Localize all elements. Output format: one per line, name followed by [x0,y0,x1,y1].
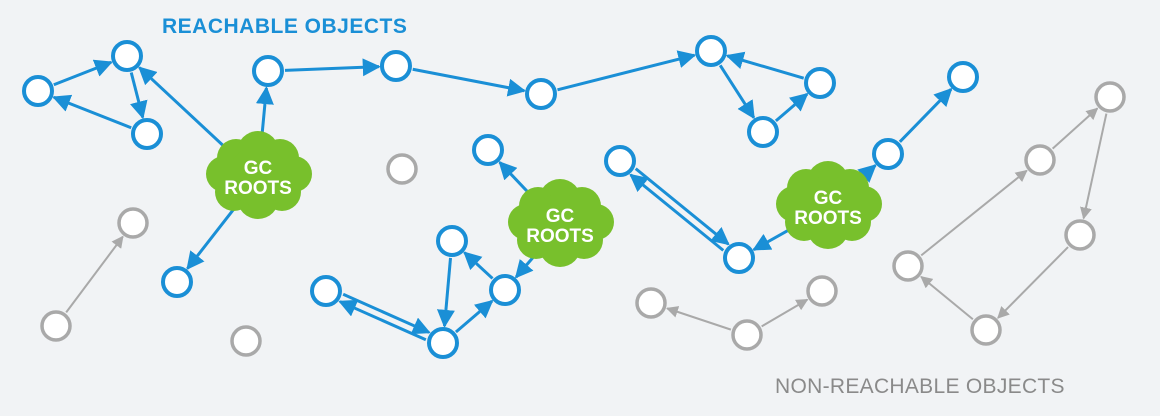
cloud-lobe [798,176,858,236]
reference-arrow [186,208,235,271]
edges [52,50,1108,342]
unreachable-reference-arrow [1080,113,1108,220]
reachable-object-node [252,55,284,87]
unreachable-reference-arrow [65,235,124,313]
unreachable-object-node [386,153,418,185]
unreachable-object-node [1064,219,1096,251]
reachable-object-node [111,40,143,72]
reachable-object-node [310,275,342,307]
reachable-object-node [427,327,459,359]
unreachable-object-node [806,275,838,307]
reference-arrow [774,92,809,123]
reachable-object-node [380,50,412,82]
gc-label-line2: ROOTS [794,208,862,229]
reachable-object-node [472,134,504,166]
reference-arrow [718,64,756,120]
gc-label-line1: GC [546,206,575,227]
unreachable-object-node [1094,81,1126,113]
reference-arrow [52,94,132,130]
reachable-object-node [723,242,755,274]
unreachable-object-node [40,310,72,342]
nodes [22,35,1126,359]
reference-arrow [629,173,725,252]
reachable-objects-label: REACHABLE OBJECTS [162,15,407,38]
reference-arrow [412,67,527,97]
reference-arrow [338,299,427,342]
reference-arrow [436,257,455,328]
reachable-object-node [436,225,468,257]
unreachable-object-node [970,314,1002,346]
unreachable-object-node [230,325,262,357]
reachable-object-node [22,75,54,107]
reachable-object-node [947,61,979,93]
unreachable-object-node [1024,144,1056,176]
reference-arrow [463,251,494,280]
reference-arrow [557,50,697,92]
reachable-object-node [872,138,904,170]
unreachable-object-node [731,319,763,351]
unreachable-object-node [892,250,924,282]
reachable-object-node [131,118,163,150]
cloud-lobe [228,146,288,206]
unreachable-object-node [635,287,667,319]
unreachable-reference-arrow [920,169,1028,257]
reference-arrow [129,72,148,120]
reference-arrow [725,51,805,80]
gc-label-line2: ROOTS [526,226,594,247]
reference-arrow [454,299,494,334]
reference-arrow [514,255,536,279]
gc-label-line2: ROOTS [224,178,292,199]
reachable-object-node [804,67,836,99]
reachable-object-node [747,116,779,148]
reachable-object-node [489,274,521,306]
reachable-object-node [695,35,727,67]
cloud-lobe [530,194,590,254]
reference-arrow [342,292,431,335]
unreachable-reference-arrow [1051,107,1099,150]
reference-arrow [138,66,230,152]
reference-arrow [898,87,953,143]
reference-arrow [634,167,730,246]
gc-label-line1: GC [814,188,843,209]
non-reachable-objects-label: NON-REACHABLE OBJECTS [775,375,1065,398]
reachable-object-node [525,78,557,110]
reference-arrow [284,58,381,77]
reachable-object-node [161,266,193,298]
reference-arrow [53,59,113,87]
unreachable-reference-arrow [665,306,732,331]
unreachable-object-node [117,207,149,239]
gc-label-line1: GC [244,158,273,179]
reference-arrow [752,226,794,251]
reference-arrow [255,86,274,139]
reachable-object-node [604,145,636,177]
unreachable-reference-arrow [997,246,1069,319]
unreachable-reference-arrow [920,276,974,320]
unreachable-reference-arrow [761,298,809,328]
